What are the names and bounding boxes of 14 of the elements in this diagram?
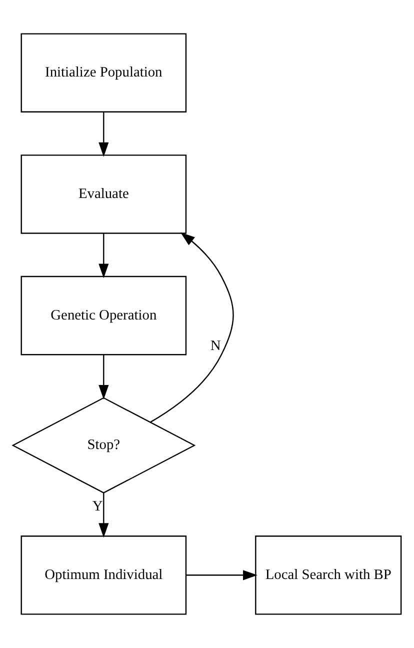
node-box: Evaluate: [20, 154, 187, 234]
arrow: [98, 492, 109, 538]
edge-label: N: [210, 338, 221, 354]
arrow: [186, 570, 258, 580]
node-diamond: Stop?: [12, 397, 196, 494]
arrow: [150, 232, 234, 423]
node-box: Initialize Population: [20, 33, 187, 112]
node-box: Genetic Operation: [20, 276, 187, 356]
edge-label: Y: [92, 498, 103, 514]
arrow: [98, 354, 109, 400]
node-box: Local Search with BP: [255, 536, 402, 615]
arrow: [98, 112, 109, 157]
arrow: [98, 233, 109, 278]
node-box: Optimum Individual: [20, 536, 187, 615]
